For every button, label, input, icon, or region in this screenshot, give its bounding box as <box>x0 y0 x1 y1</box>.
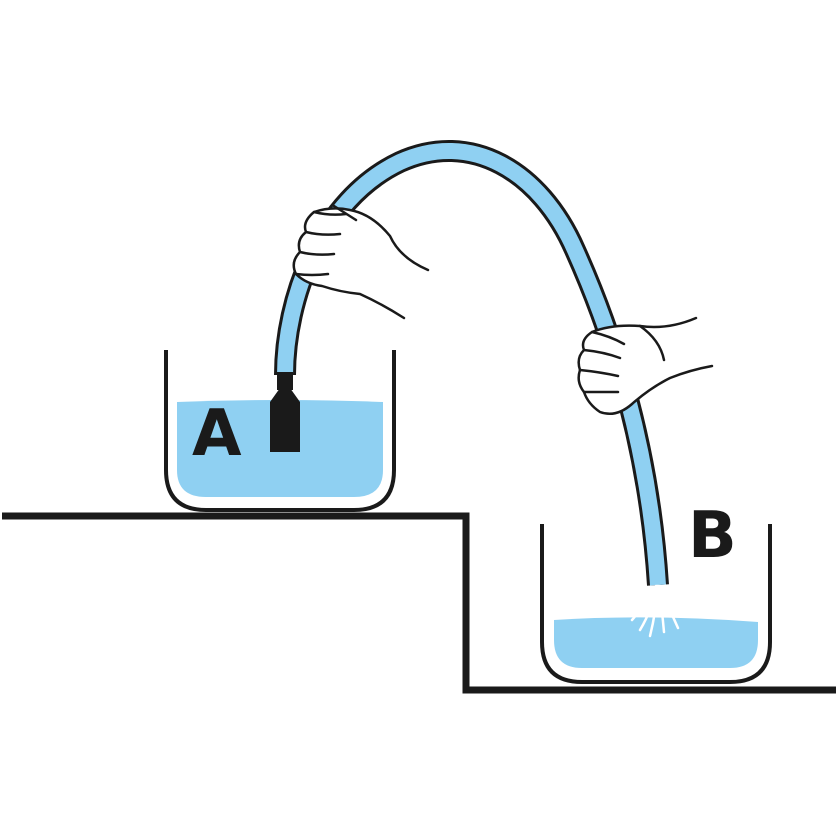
container-b-label: B <box>688 499 737 573</box>
water-spray-icon <box>630 584 680 638</box>
container-a-label: A <box>192 397 242 471</box>
right-hand-icon <box>577 316 714 415</box>
container-b-water <box>554 617 758 668</box>
container-a-outline <box>164 350 396 512</box>
ground-step-line <box>2 512 836 694</box>
bottle-icon <box>270 372 300 452</box>
container-b-outline <box>540 524 772 684</box>
left-hand-icon <box>292 204 430 320</box>
